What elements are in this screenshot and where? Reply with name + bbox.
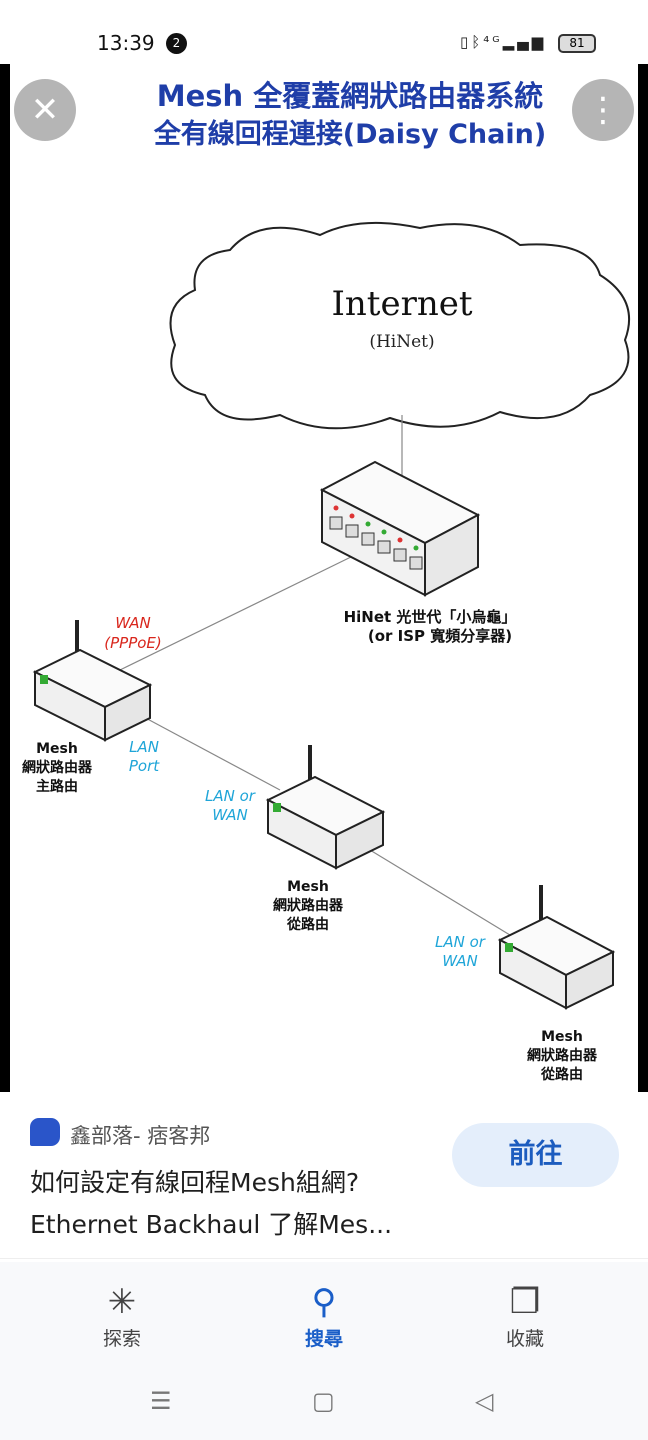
lan-port-label: LAN: [129, 738, 159, 756]
main-router: [32, 620, 153, 742]
mesh-router-3: [497, 885, 616, 1010]
asterisk-icon: ✳: [107, 1282, 137, 1322]
bluetooth-icon: ᛒ: [471, 33, 484, 51]
lan-or-wan-label: WAN: [442, 952, 478, 970]
site-favicon-icon: [30, 1118, 60, 1146]
nav-label: 探索: [102, 1328, 141, 1350]
node2-label: 從路由: [286, 916, 329, 933]
status-icons: ▯ᛒ⁴ᴳ▂▄▆: [460, 33, 546, 51]
node2-label: 網狀路由器: [273, 897, 344, 914]
modem-device: [319, 460, 481, 597]
source-site-name[interactable]: 鑫部落- 痞客邦: [70, 1124, 211, 1148]
nav-search[interactable]: ⚲ 搜尋: [264, 1280, 384, 1351]
lan-or-wan-label: LAN or: [435, 933, 486, 951]
nav-label: 收藏: [505, 1328, 544, 1350]
lan-or-wan-label: LAN or: [205, 787, 256, 805]
node2-label: Mesh: [287, 879, 329, 895]
image-viewer[interactable]: Mesh 全覆蓋網狀路由器系統 全有線回程連接(Daisy Chain) Int…: [0, 64, 648, 1092]
cables: [119, 415, 511, 936]
search-icon: ⚲: [311, 1282, 337, 1322]
status-bar: 13:39 2 ▯ᛒ⁴ᴳ▂▄▆ 81: [0, 0, 648, 64]
mesh-router-2: [265, 745, 386, 870]
network-diagram: Mesh 全覆蓋網狀路由器系統 全有線回程連接(Daisy Chain) Int…: [22, 79, 631, 1083]
nav-explore[interactable]: ✳ 探索: [62, 1280, 182, 1351]
cloud-title: Internet: [331, 284, 472, 324]
main-router-label: Mesh: [36, 741, 78, 757]
node3-label: 網狀路由器: [527, 1047, 598, 1064]
clock: 13:39: [97, 31, 155, 55]
wan-label: WAN: [115, 614, 151, 632]
cloud-subtitle: (HiNet): [369, 332, 434, 352]
battery-icon: 81: [558, 34, 596, 53]
diagram-image[interactable]: Mesh 全覆蓋網狀路由器系統 全有線回程連接(Daisy Chain) Int…: [10, 64, 638, 1092]
internet-cloud: [169, 221, 631, 430]
modem-label: HiNet 光世代「小烏龜」: [344, 608, 517, 626]
visit-button[interactable]: 前往: [452, 1123, 619, 1187]
main-router-label: 主路由: [36, 778, 78, 795]
source-title[interactable]: 如何設定有線回程Mesh組網? Ethernet Backhaul 了解Mes.…: [30, 1168, 393, 1239]
bookmarks-icon: ❐: [509, 1282, 541, 1322]
node3-label: Mesh: [541, 1029, 583, 1045]
lan-port-label: Port: [129, 757, 160, 775]
nav-label: 搜尋: [304, 1328, 343, 1350]
diagram-title-2: 全有線回程連接(Daisy Chain): [153, 118, 546, 150]
node3-label: 從路由: [540, 1066, 583, 1083]
modem-sublabel: (or ISP 寬頻分享器): [368, 627, 512, 645]
4g-signal-icon: ⁴ᴳ▂▄▆: [483, 33, 547, 51]
home-button[interactable]: ▢: [312, 1387, 335, 1415]
diagram-title-1: Mesh 全覆蓋網狀路由器系統: [157, 79, 544, 113]
close-icon: ✕: [30, 90, 60, 130]
back-button[interactable]: ◁: [475, 1387, 494, 1415]
recent-apps-button[interactable]: ☰: [150, 1387, 172, 1415]
nav-collections[interactable]: ❐ 收藏: [465, 1280, 585, 1351]
lan-or-wan-label: WAN: [212, 806, 248, 824]
main-router-label: 網狀路由器: [22, 759, 93, 776]
pppoe-label: (PPPoE): [104, 634, 162, 652]
more-vert-icon: ⋮: [586, 90, 620, 130]
vibrate-icon: ▯: [460, 33, 472, 51]
notification-badge: 2: [166, 33, 187, 54]
bottom-nav: ✳ 探索 ⚲ 搜尋 ❐ 收藏 ☰ ▢ ◁: [0, 1262, 648, 1440]
more-options-button[interactable]: ⋮: [572, 79, 634, 141]
close-button[interactable]: ✕: [14, 79, 76, 141]
